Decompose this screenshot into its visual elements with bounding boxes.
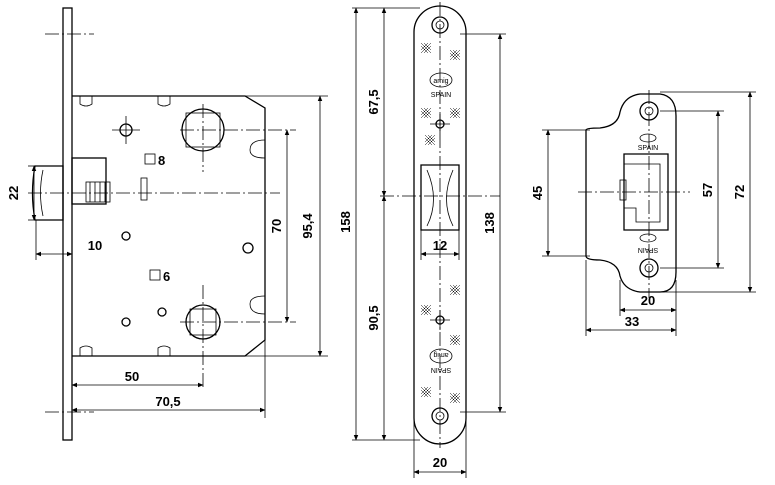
square-spindle-icon xyxy=(144,153,156,165)
hatch-mark-icon xyxy=(449,107,461,119)
square-spindle-icon xyxy=(149,269,161,281)
strike-plate-view: SPAIN SPAIN 45 57 72 20 33 xyxy=(530,90,756,336)
hatch-mark-icon xyxy=(420,42,432,54)
brand-logo-icon: SPAIN xyxy=(638,233,659,253)
strike-plate xyxy=(585,93,677,293)
brand-text: SPAIN xyxy=(431,92,452,99)
dim-lower-to-center: 90,5 xyxy=(366,305,381,330)
dim-plate-width: 20 xyxy=(433,455,447,470)
dim-latch-projection: 10 xyxy=(88,238,102,253)
strike-opening xyxy=(623,153,669,231)
dim-slot-length: 138 xyxy=(482,212,497,234)
brand-text: SPAIN xyxy=(638,145,659,152)
dim-case-depth: 70,5 xyxy=(155,394,180,409)
dim-square-top: 8 xyxy=(158,153,165,168)
hatch-mark-icon xyxy=(449,392,461,404)
dim-opening-height: 45 xyxy=(530,186,545,200)
dim-upper-to-center: 67,5 xyxy=(366,89,381,114)
dim-strike-hole-spacing: 57 xyxy=(700,183,715,197)
dim-square-bottom: 6 xyxy=(163,269,170,284)
brand-logo-icon: SPAIN xyxy=(638,133,659,152)
dim-total-length: 158 xyxy=(338,211,353,233)
dim-plate-height: 72 xyxy=(732,185,747,199)
hatch-mark-icon xyxy=(420,304,432,316)
dim-strike-plate-width: 20 xyxy=(641,293,655,308)
lock-case xyxy=(72,95,266,357)
lock-body-view: 8 6 22 10 70 95,4 50 70,5 xyxy=(6,7,328,441)
faceplate-front xyxy=(413,5,467,445)
svg-text:amig: amig xyxy=(433,78,448,85)
brand-text: SPAIN xyxy=(638,246,659,253)
faceplate-front-view: amig SPAIN amig SPAIN 158 67,5 90,5 138 … xyxy=(338,2,506,478)
dim-total-depth: 33 xyxy=(625,314,639,329)
dim-slot-width: 12 xyxy=(433,238,447,253)
hatch-mark-icon xyxy=(449,49,461,61)
brand-logo-icon: amig SPAIN xyxy=(429,72,453,99)
hatch-mark-icon xyxy=(420,107,432,119)
hatch-mark-icon xyxy=(449,334,461,346)
hatch-mark-icon xyxy=(420,386,432,398)
brand-logo-icon: amig SPAIN xyxy=(429,348,453,373)
faceplate xyxy=(62,7,73,441)
dim-latch-height: 22 xyxy=(6,186,21,200)
hatch-mark-icon xyxy=(424,134,436,146)
dim-hole-spacing: 70 xyxy=(269,219,284,233)
dim-case-height: 95,4 xyxy=(300,213,315,239)
dim-backset: 50 xyxy=(125,369,139,384)
svg-text:amig: amig xyxy=(433,351,448,358)
hatch-mark-icon xyxy=(449,284,461,296)
brand-text: SPAIN xyxy=(431,366,452,373)
